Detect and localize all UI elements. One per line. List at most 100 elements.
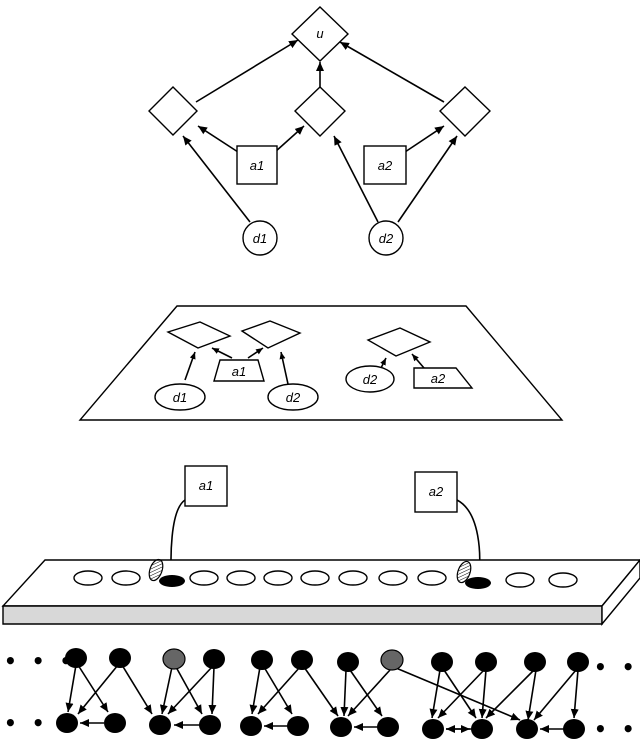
net-node — [330, 717, 352, 737]
edge-a1-to-left — [197, 125, 239, 153]
plane-chance-d1 — [154, 383, 206, 411]
net-edge — [159, 666, 173, 715]
net-node — [422, 719, 444, 739]
plane-value-node-far — [366, 327, 432, 357]
net-node — [524, 652, 546, 672]
edge-left-to-u — [195, 39, 299, 103]
socket — [505, 572, 535, 588]
chance-node-d1 — [242, 220, 278, 256]
net-node — [149, 715, 171, 735]
plane-decision-a1 — [213, 359, 265, 382]
net-node — [240, 716, 262, 736]
net-node — [199, 715, 221, 735]
net-node — [475, 652, 497, 672]
chance-label-d2: d2 — [379, 231, 394, 246]
plane-chance-label-d2-right: d2 — [363, 372, 378, 387]
net-edge — [257, 666, 301, 715]
board-front — [2, 605, 603, 625]
board-tag-a1 — [184, 465, 228, 507]
value-node-right — [438, 86, 492, 137]
board-tag-label-a1: a1 — [199, 478, 213, 493]
plane-decision-label-a1: a1 — [232, 364, 246, 379]
utility-label: u — [316, 26, 323, 41]
ellipsis-top-left: • • • — [4, 649, 76, 673]
socket — [548, 572, 578, 588]
plane-chance-label-d2-left: d2 — [286, 390, 301, 405]
decision-node-a1 — [236, 145, 278, 185]
socket — [300, 570, 330, 586]
plane-edge-a2 — [411, 353, 425, 369]
net-node — [203, 649, 225, 669]
edge-a2-to-right — [404, 125, 445, 153]
plane-chance-d2-left — [267, 383, 319, 411]
utility-node — [290, 6, 350, 62]
ellipsis-bottom-left: • • • — [4, 711, 76, 735]
net-edge — [77, 664, 109, 713]
plane-chance-label-d1: d1 — [173, 390, 187, 405]
board-sockets — [73, 558, 578, 589]
net-edge — [395, 667, 521, 721]
net-edge — [525, 669, 537, 721]
net-node — [287, 716, 309, 736]
decision-label-a2: a2 — [378, 158, 393, 173]
plane-chance-d2-right — [345, 365, 395, 393]
influence-diagram: u a1 a2 d1 d2 — [148, 6, 492, 256]
net-node — [471, 719, 493, 739]
net-node — [377, 717, 399, 737]
net-node — [104, 713, 126, 733]
net-node — [291, 650, 313, 670]
edge-a1-to-mid — [274, 125, 305, 153]
chance-label-d1: d1 — [253, 231, 267, 246]
net-node — [337, 652, 359, 672]
net-edge — [478, 669, 487, 719]
value-node-left — [148, 86, 198, 136]
network-top-row — [65, 648, 589, 672]
socket-connected-a1 — [159, 575, 185, 587]
board-tag-label-a2: a2 — [429, 484, 444, 499]
decision-node-a2 — [363, 145, 407, 185]
board-layer: a1 a2 — [1, 465, 640, 626]
socket — [378, 570, 408, 586]
socket — [338, 570, 368, 586]
edge-d2-to-right — [397, 135, 458, 223]
chance-node-d2 — [368, 220, 404, 256]
net-node — [65, 648, 87, 668]
net-node — [109, 648, 131, 668]
socket — [111, 570, 141, 586]
plane-edge-a1-right — [247, 347, 264, 359]
plane-surface — [78, 305, 564, 421]
ellipsis-bottom-right: • • • — [594, 717, 640, 741]
net-node — [516, 719, 538, 739]
plug-a2 — [456, 560, 472, 584]
plane-value-node-right — [240, 320, 302, 349]
ellipsis-top-right: • • • — [594, 655, 640, 679]
edge-right-to-u — [339, 41, 445, 103]
edge-d1-to-left — [182, 135, 251, 223]
net-edge — [533, 669, 577, 721]
net-node — [56, 713, 78, 733]
network-layer: • • • • • • • • • • • • — [4, 648, 640, 741]
net-edge — [208, 666, 217, 715]
net-edge — [340, 669, 349, 717]
net-edge — [167, 666, 213, 715]
plug-a1 — [148, 558, 164, 582]
plane-edge-d1 — [184, 351, 196, 381]
value-node-middle — [293, 86, 347, 137]
net-edge — [65, 664, 77, 713]
plane-edge-d2-right — [380, 357, 387, 369]
net-edge — [349, 669, 383, 717]
net-edge — [570, 669, 579, 719]
network-bottom-row — [56, 713, 585, 739]
net-edge — [77, 664, 119, 715]
network-edges — [65, 664, 579, 733]
edge-d2-to-mid — [333, 135, 379, 223]
socket — [189, 570, 219, 586]
plane-decision-a2 — [413, 367, 474, 389]
plane-layer: a1 a2 d1 d2 d2 — [78, 305, 564, 421]
socket — [417, 570, 447, 586]
net-edge — [429, 669, 441, 719]
net-edge — [485, 669, 535, 719]
board-tag-a2 — [414, 471, 458, 513]
